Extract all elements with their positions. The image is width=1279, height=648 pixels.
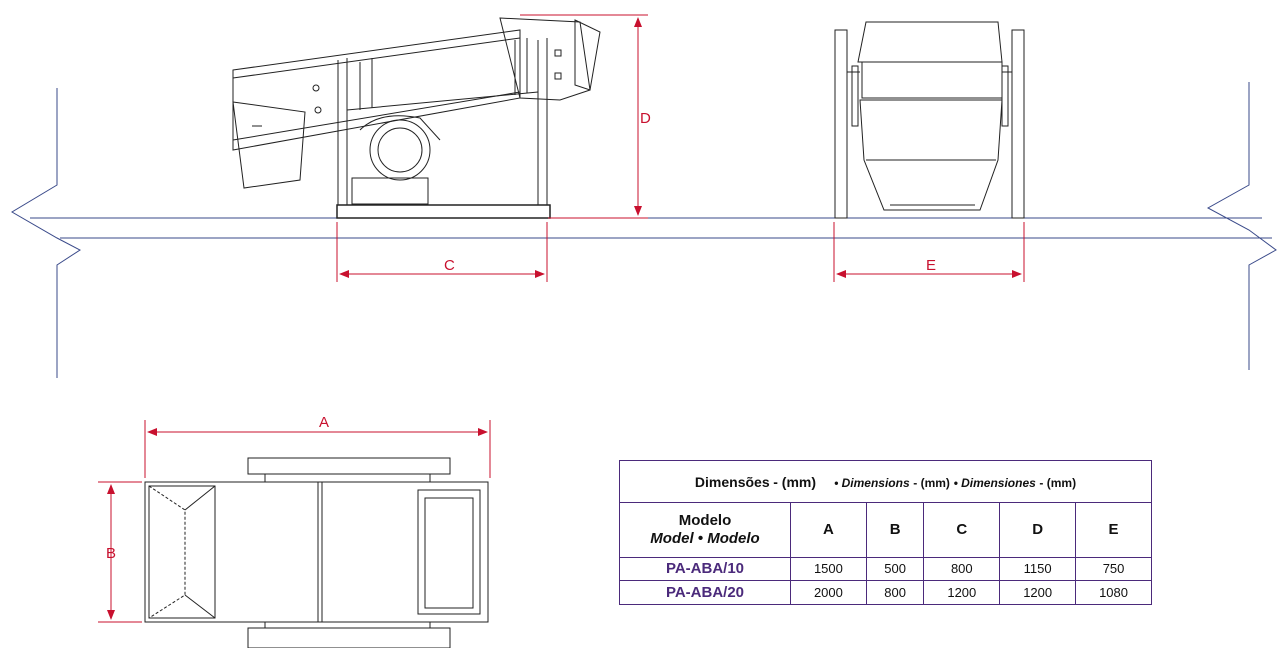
value-b: 500 [865,556,925,582]
value-a: 1500 [790,556,867,582]
title-en-label: • Dimensions [834,475,910,490]
model-header-line1: Modelo [678,511,732,529]
end-view-feeder [834,21,1025,219]
title-en-unit: - (mm) [913,475,950,490]
value-e: 750 [1075,556,1152,582]
column-header-row: Modelo Model • Modelo A B C D E [619,502,1152,558]
top-view-feeder [144,457,489,648]
value-e: 1080 [1075,580,1152,605]
table-title-row: Dimensões - (mm) • Dimensions - (mm) • D… [619,459,1152,504]
value-a: 2000 [790,580,867,605]
column-header-e: E [1075,502,1152,558]
column-header-b: B [865,502,925,558]
dimension-label-d: D [640,110,651,127]
break-lines [11,82,1277,378]
side-view-feeder [232,14,648,219]
dimensions-table: Dimensões - (mm) • Dimensions - (mm) • D… [619,459,1152,605]
title-es-unit: - (mm) [1039,475,1077,490]
value-c: 800 [923,556,1001,582]
table-title: Dimensões - (mm) • Dimensions - (mm) • D… [619,459,1152,504]
title-pt-unit: - (mm) [773,473,817,490]
model-name: PA-ABA/20 [619,580,791,605]
model-header-line2: Model • Modelo [650,529,760,547]
dimension-label-a: A [319,414,329,431]
model-column-header: Modelo Model • Modelo [619,502,791,558]
value-c: 1200 [923,580,1001,605]
dimension-lines [98,17,1025,623]
title-es-label: • Dimensiones [953,475,1036,490]
column-header-c: C [923,502,1001,558]
table-row: PA-ABA/10 1500 500 800 1150 750 [619,556,1152,582]
floor-lines [30,217,1272,239]
column-header-d: D [999,502,1077,558]
title-pt-label: Dimensões [694,473,770,490]
dimension-label-b: B [106,545,116,562]
model-name: PA-ABA/10 [619,556,791,582]
value-d: 1150 [999,556,1077,582]
value-b: 800 [865,580,925,605]
table-row: PA-ABA/20 2000 800 1200 1200 1080 [619,580,1152,605]
column-header-a: A [790,502,867,558]
dimension-label-c: C [444,257,455,274]
value-d: 1200 [999,580,1077,605]
dimension-label-e: E [926,257,936,274]
